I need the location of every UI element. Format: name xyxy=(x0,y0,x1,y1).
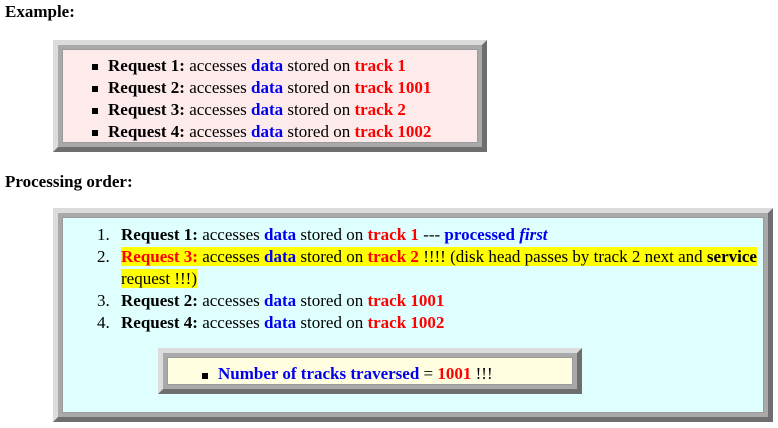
data-keyword: data xyxy=(251,122,284,141)
request-text: stored on xyxy=(300,225,364,244)
item-number: 4. xyxy=(97,313,110,332)
request-label: Request 4: xyxy=(108,122,185,141)
track-value: track 1002 xyxy=(367,313,445,332)
note-text: !!!! (disk head passes by track 2 next a… xyxy=(423,247,703,266)
summary-value: 1001 xyxy=(437,364,472,383)
data-keyword: data xyxy=(264,247,297,266)
data-keyword: data xyxy=(251,78,284,97)
request-text: stored on xyxy=(287,56,351,75)
request-text: stored on xyxy=(287,100,351,119)
track-value: track 1002 xyxy=(354,122,432,141)
separator-text: --- xyxy=(423,225,441,244)
request-text: stored on xyxy=(287,78,351,97)
summary-suffix: !!! xyxy=(475,364,493,383)
track-value: track 1 xyxy=(354,56,406,75)
list-item: Request 1: accesses data stored on track… xyxy=(92,55,477,77)
item-number: 1. xyxy=(97,225,110,244)
bullet-square-icon xyxy=(92,108,98,114)
summary-label: Number of tracks traversed xyxy=(218,364,420,383)
processing-order-list: 1. Request 1: accesses data stored on tra… xyxy=(63,218,763,334)
example-box-inner: Request 1: accesses data stored on track… xyxy=(62,49,478,143)
data-keyword: data xyxy=(264,313,297,332)
request-text: accesses xyxy=(189,56,247,75)
request-label: Request 1: xyxy=(108,56,185,75)
data-keyword: data xyxy=(264,225,297,244)
item-number: 2. xyxy=(97,247,110,266)
data-keyword: data xyxy=(251,56,284,75)
track-value: track 1 xyxy=(367,225,419,244)
first-keyword: first xyxy=(519,225,548,244)
request-label: Request 2: xyxy=(121,291,198,310)
request-text: accesses xyxy=(202,313,260,332)
request-text: accesses xyxy=(202,247,260,266)
bullet-square-icon xyxy=(92,64,98,70)
list-item: 4. Request 4: accesses data stored on tra… xyxy=(93,312,763,334)
summary-box: Number of tracks traversed = 1001 !!! xyxy=(158,348,582,394)
highlighted-request: Request 3: accesses data stored on track… xyxy=(121,247,757,288)
track-value: track 1001 xyxy=(354,78,432,97)
list-item: Request 3: accesses data stored on track… xyxy=(92,99,477,121)
request-label: Request 3: xyxy=(108,100,185,119)
list-item: 3. Request 2: accesses data stored on tra… xyxy=(93,290,763,312)
request-text: stored on xyxy=(300,313,364,332)
list-item: 1. Request 1: accesses data stored on tra… xyxy=(93,224,763,246)
request-text: accesses xyxy=(202,291,260,310)
processing-heading: Processing order: xyxy=(5,172,133,191)
data-keyword: data xyxy=(264,291,297,310)
bullet-square-icon xyxy=(202,373,208,379)
request-text: stored on xyxy=(300,247,364,266)
example-box: Request 1: accesses data stored on track… xyxy=(53,40,487,152)
note-text: request !!!) xyxy=(121,269,197,288)
request-text: accesses xyxy=(202,225,260,244)
track-value: track 2 xyxy=(354,100,406,119)
list-item: Request 4: accesses data stored on track… xyxy=(92,121,477,143)
request-text: stored on xyxy=(300,291,364,310)
track-value: track 2 xyxy=(367,247,419,266)
request-text: accesses xyxy=(189,78,247,97)
request-text: accesses xyxy=(189,122,247,141)
summary-box-inner: Number of tracks traversed = 1001 !!! xyxy=(167,357,573,385)
list-item: Request 2: accesses data stored on track… xyxy=(92,77,477,99)
service-keyword: service xyxy=(706,247,757,266)
request-text: stored on xyxy=(287,122,351,141)
list-item: 2. Request 3: accesses data stored on tra… xyxy=(93,246,763,290)
processed-keyword: processed xyxy=(444,225,515,244)
equals-sign: = xyxy=(423,364,434,383)
request-label: Request 1: xyxy=(121,225,198,244)
example-request-list: Request 1: accesses data stored on track… xyxy=(63,50,477,143)
example-heading: Example: xyxy=(5,2,75,21)
track-value: track 1001 xyxy=(367,291,445,310)
bullet-square-icon xyxy=(92,86,98,92)
request-label: Request 2: xyxy=(108,78,185,97)
summary-line: Number of tracks traversed = 1001 !!! xyxy=(168,358,572,385)
request-label: Request 3: xyxy=(121,247,198,266)
item-number: 3. xyxy=(97,291,110,310)
request-text: accesses xyxy=(189,100,247,119)
bullet-square-icon xyxy=(92,130,98,136)
data-keyword: data xyxy=(251,100,284,119)
request-label: Request 4: xyxy=(121,313,198,332)
